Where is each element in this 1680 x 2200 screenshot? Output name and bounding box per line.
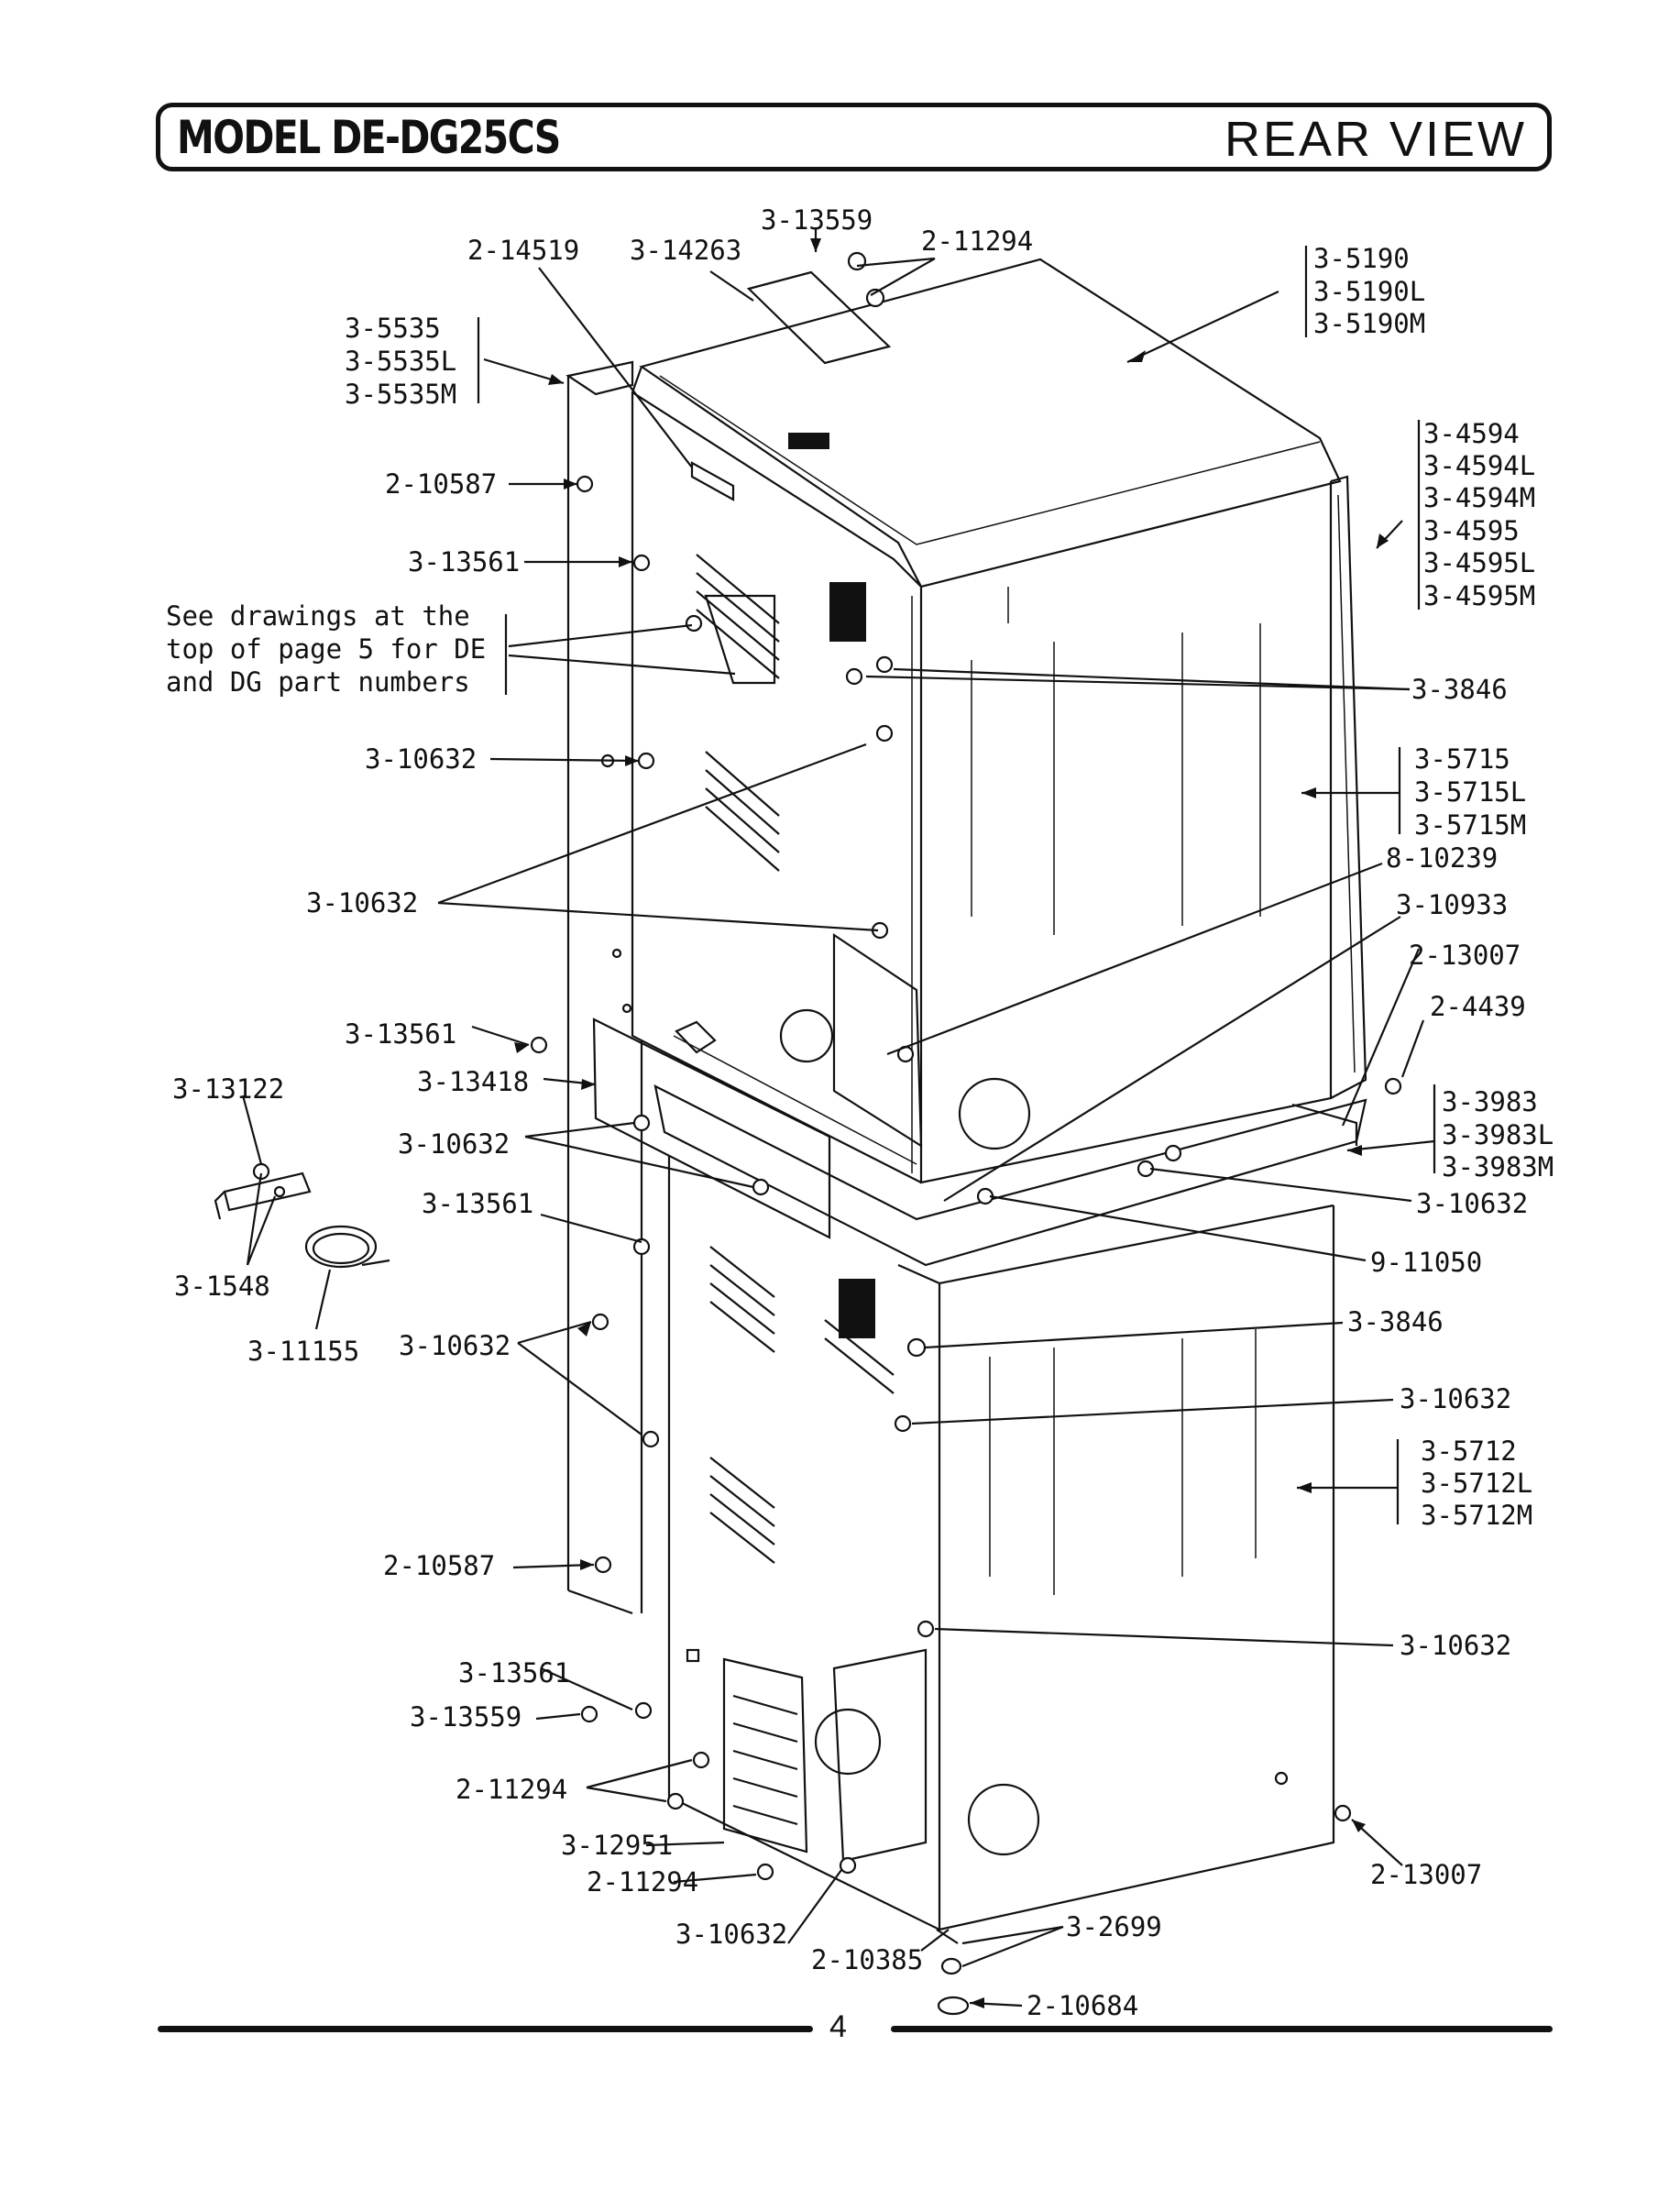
label-3-13418: 3-13418 xyxy=(417,1066,529,1097)
label-3-3983: 3-3983 xyxy=(1442,1086,1538,1117)
left-rear-panel xyxy=(565,360,643,1615)
screws xyxy=(530,251,1402,1881)
top-vent-slot xyxy=(788,433,829,449)
label-3-10933: 3-10933 xyxy=(1396,889,1508,920)
page-number: 4 xyxy=(829,2009,847,2044)
wire-coil-part xyxy=(304,1225,390,1269)
label-3-3846-mid: 3-3846 xyxy=(1347,1306,1444,1337)
label-3-13561-a: 3-13561 xyxy=(408,546,520,578)
label-3-5535M: 3-5535M xyxy=(345,379,456,410)
label-3-10632-b: 3-10632 xyxy=(306,887,418,918)
label-3-10632-a: 3-10632 xyxy=(365,743,477,775)
upper-dryer-cabinet xyxy=(631,258,1367,1184)
label-3-1548: 3-1548 xyxy=(174,1270,270,1302)
label-3-5190L: 3-5190L xyxy=(1313,276,1425,307)
label-3-5712: 3-5712 xyxy=(1421,1436,1517,1467)
label-2-10684: 2-10684 xyxy=(1027,1990,1138,2021)
label-3-13561-b: 3-13561 xyxy=(345,1018,456,1050)
label-2-13007-bot: 2-13007 xyxy=(1370,1859,1482,1890)
label-3-4595L: 3-4595L xyxy=(1423,547,1535,578)
label-2-10587-bot: 2-10587 xyxy=(383,1550,495,1581)
label-3-3983L: 3-3983L xyxy=(1442,1119,1554,1150)
label-2-11294-bot: 2-11294 xyxy=(587,1866,698,1898)
label-2-4439: 2-4439 xyxy=(1430,991,1526,1022)
bracket-bars xyxy=(477,246,1436,1524)
note-line-3: and DG part numbers xyxy=(166,666,470,698)
label-3-10632-f: 3-10632 xyxy=(1400,1383,1511,1414)
upper-vent-louvres xyxy=(696,554,780,872)
label-3-14263: 3-14263 xyxy=(630,235,741,266)
label-3-2699: 3-2699 xyxy=(1066,1911,1162,1942)
bracket-clip-part xyxy=(214,1162,312,1220)
label-3-5535L: 3-5535L xyxy=(345,346,456,377)
footer-rule-left xyxy=(158,2026,813,2032)
label-3-4594L: 3-4594L xyxy=(1423,450,1535,481)
upper-exhaust-grille xyxy=(829,582,866,642)
label-2-11294-top: 2-11294 xyxy=(921,226,1033,257)
lower-dryer-cabinet xyxy=(667,1155,1335,2016)
label-9-11050: 9-11050 xyxy=(1370,1247,1482,1278)
access-grille xyxy=(722,1657,808,1854)
label-2-13007-top: 2-13007 xyxy=(1409,940,1521,971)
top-cover-plate xyxy=(746,270,892,365)
label-3-5715M: 3-5715M xyxy=(1414,809,1526,841)
view-title: REAR VIEW xyxy=(1224,112,1527,167)
label-3-3983M: 3-3983M xyxy=(1442,1151,1554,1182)
label-2-10385: 2-10385 xyxy=(811,1944,923,1975)
model-title: MODEL DE-DG25CS xyxy=(177,111,561,164)
label-3-10632-d: 3-10632 xyxy=(1416,1188,1528,1219)
label-3-5535: 3-5535 xyxy=(345,313,441,344)
label-3-10632-c: 3-10632 xyxy=(398,1128,510,1160)
label-3-5712M: 3-5712M xyxy=(1421,1500,1532,1531)
lower-exhaust-grille xyxy=(839,1279,875,1338)
label-3-13561-d: 3-13561 xyxy=(458,1657,570,1688)
leader-lines xyxy=(241,227,1435,2008)
part-labels: 2-14519 3-14263 3-13559 2-11294 3-5190 3… xyxy=(166,204,1554,2021)
label-3-5190M: 3-5190M xyxy=(1313,308,1425,339)
stacking-rail xyxy=(592,1018,1367,1267)
label-3-4594: 3-4594 xyxy=(1423,418,1520,449)
label-3-13122: 3-13122 xyxy=(172,1073,284,1105)
label-3-5715L: 3-5715L xyxy=(1414,776,1526,808)
label-3-4595M: 3-4595M xyxy=(1423,580,1535,611)
label-3-3846-top: 3-3846 xyxy=(1411,674,1508,705)
label-2-10587-top: 2-10587 xyxy=(385,468,497,500)
label-3-5190: 3-5190 xyxy=(1313,243,1410,274)
label-8-10239: 8-10239 xyxy=(1386,842,1498,874)
label-3-13559-top: 3-13559 xyxy=(761,204,873,236)
arrowheads xyxy=(514,238,1389,2008)
footer-rule-right xyxy=(891,2026,1553,2032)
label-3-12951: 3-12951 xyxy=(561,1830,673,1861)
header-box: MODEL DE-DG25CS REAR VIEW xyxy=(156,103,1552,171)
label-3-10632-g: 3-10632 xyxy=(1400,1630,1511,1661)
label-3-5712L: 3-5712L xyxy=(1421,1468,1532,1499)
label-3-13561-c: 3-13561 xyxy=(422,1188,533,1219)
label-3-10632-h: 3-10632 xyxy=(675,1919,787,1950)
label-3-5715: 3-5715 xyxy=(1414,743,1510,775)
label-3-13559-bot: 3-13559 xyxy=(410,1701,522,1732)
note-line-2: top of page 5 for DE xyxy=(166,633,486,665)
note-line-1: See drawings at the xyxy=(166,600,470,632)
label-3-4595: 3-4595 xyxy=(1423,515,1520,546)
label-2-11294-mid: 2-11294 xyxy=(456,1774,567,1805)
label-3-11155: 3-11155 xyxy=(247,1336,359,1367)
label-3-10632-e: 3-10632 xyxy=(399,1330,511,1361)
label-3-4594M: 3-4594M xyxy=(1423,482,1535,513)
label-2-14519: 2-14519 xyxy=(467,235,579,266)
lower-vent-louvres xyxy=(709,1246,895,1564)
